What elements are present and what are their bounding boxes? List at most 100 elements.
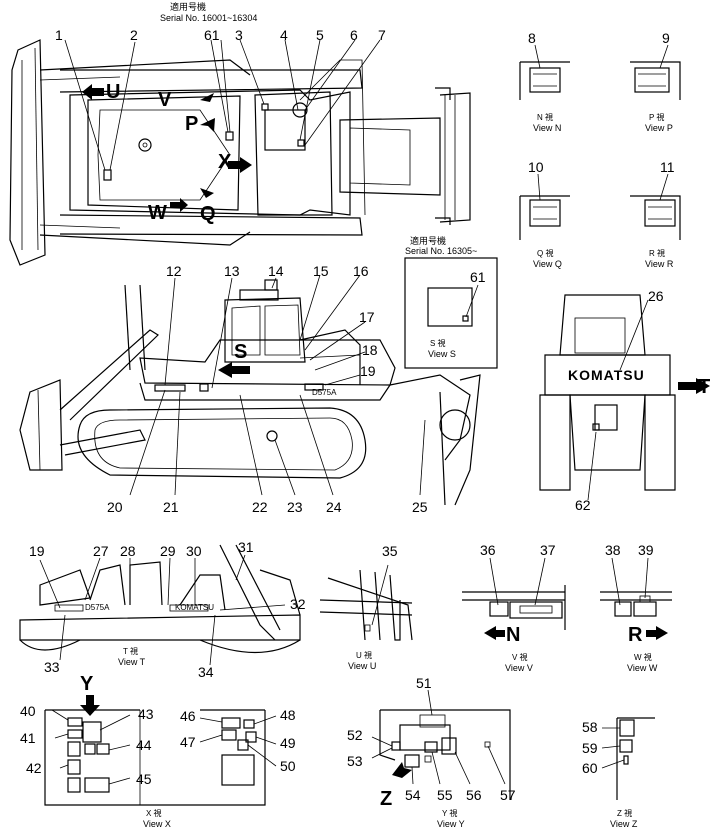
view-letter-s: S [234, 341, 247, 363]
serial-header-top-jp: 適用号機 [170, 1, 206, 12]
view-u-drawing [319, 564, 413, 641]
view-s-drawing [404, 257, 498, 369]
callout-57: 57 [500, 787, 516, 803]
view-r-label: View R [645, 259, 674, 269]
callout-19-t: 19 [29, 543, 45, 559]
callout-61-top: 61 [204, 27, 220, 43]
view-z-label: View Z [610, 819, 638, 829]
view-letter-t: T [698, 376, 710, 398]
view-letter-n: N [506, 624, 520, 646]
callout-6: 6 [350, 27, 358, 43]
view-letter-x: X [218, 151, 232, 173]
callout-41: 41 [20, 730, 36, 746]
callout-23: 23 [287, 499, 303, 515]
callout-62: 62 [575, 497, 591, 513]
view-p-label: View P [645, 123, 673, 133]
callout-4: 4 [280, 27, 288, 43]
view-w-drawing [600, 557, 672, 640]
view-w-label: View W [627, 663, 658, 673]
view-r-drawing [630, 173, 681, 240]
callout-12: 12 [166, 263, 182, 279]
rear-view-drawing [539, 294, 710, 501]
callout-10: 10 [528, 159, 544, 175]
callout-59: 59 [582, 740, 598, 756]
callout-21: 21 [163, 499, 179, 515]
view-n-label: View N [533, 123, 561, 133]
view-t-drawing [19, 544, 301, 666]
callout-40: 40 [20, 703, 36, 719]
callout-51: 51 [416, 675, 432, 691]
view-letter-p: P [185, 113, 198, 135]
view-letter-q: Q [200, 203, 216, 225]
serial-header-top: 適用号機 Serial No. 16001~16304 [160, 1, 257, 23]
view-r-jp: R 視 [649, 249, 665, 258]
callout-14: 14 [268, 263, 284, 279]
callout-49: 49 [280, 735, 296, 751]
top-view-drawing [9, 39, 471, 266]
view-v-drawing [462, 557, 566, 640]
view-letter-z: Z [380, 788, 392, 810]
callout-37: 37 [540, 542, 556, 558]
callout-13: 13 [224, 263, 240, 279]
view-t-jp: T 視 [123, 647, 138, 656]
callout-26: 26 [648, 288, 664, 304]
view-s-label: View S [428, 349, 456, 359]
view-letter-v: V [158, 89, 172, 111]
view-v-jp: V 視 [512, 653, 528, 662]
callout-55: 55 [437, 787, 453, 803]
callout-17: 17 [359, 309, 375, 325]
side-model-text: D575A [312, 388, 337, 397]
callout-38: 38 [605, 542, 621, 558]
serial-header-top-text: Serial No. 16001~16304 [160, 13, 257, 23]
callout-48: 48 [280, 707, 296, 723]
view-x-jp: X 視 [146, 809, 162, 818]
callout-2: 2 [130, 27, 138, 43]
view-n-jp: N 視 [537, 113, 553, 122]
callout-36: 36 [480, 542, 496, 558]
callout-5: 5 [316, 27, 324, 43]
callout-7: 7 [378, 27, 386, 43]
callout-30: 30 [186, 543, 202, 559]
t-brand-text: KOMATSU [175, 603, 214, 612]
callout-42: 42 [26, 760, 42, 776]
view-v-label: View V [505, 663, 533, 673]
callout-11: 11 [660, 159, 675, 175]
view-q-jp: Q 視 [537, 249, 553, 258]
callout-19-side: 19 [360, 363, 376, 379]
callout-34: 34 [198, 664, 214, 680]
callout-39: 39 [638, 542, 654, 558]
callout-16: 16 [353, 263, 369, 279]
view-y-jp: Y 視 [442, 809, 457, 818]
callout-25: 25 [412, 499, 428, 515]
callout-60: 60 [582, 760, 598, 776]
callout-47: 47 [180, 734, 196, 750]
callout-27: 27 [93, 543, 109, 559]
callout-22: 22 [252, 499, 268, 515]
view-s-jp: S 視 [430, 339, 446, 348]
side-view-drawing [19, 274, 481, 506]
callout-46: 46 [180, 708, 196, 724]
callout-33: 33 [44, 659, 60, 675]
callout-53: 53 [347, 753, 363, 769]
callout-58: 58 [582, 719, 598, 735]
callout-35: 35 [382, 543, 398, 559]
view-z-jp: Z 視 [617, 809, 632, 818]
view-p-jp: P 視 [649, 113, 664, 122]
callout-44: 44 [136, 737, 152, 753]
view-y-label: View Y [437, 819, 465, 829]
callout-24: 24 [326, 499, 342, 515]
callout-45: 45 [136, 771, 152, 787]
view-letter-r: R [628, 624, 643, 646]
view-q-label: View Q [533, 259, 562, 269]
callout-28: 28 [120, 543, 136, 559]
callout-50: 50 [280, 758, 296, 774]
callout-52: 52 [347, 727, 363, 743]
callout-61-s: 61 [470, 269, 486, 285]
callout-31: 31 [238, 539, 254, 555]
view-p-drawing [630, 44, 681, 100]
view-x-label: View X [143, 819, 171, 829]
callout-29: 29 [160, 543, 176, 559]
view-letter-y: Y [80, 673, 94, 695]
callout-9: 9 [662, 30, 670, 46]
